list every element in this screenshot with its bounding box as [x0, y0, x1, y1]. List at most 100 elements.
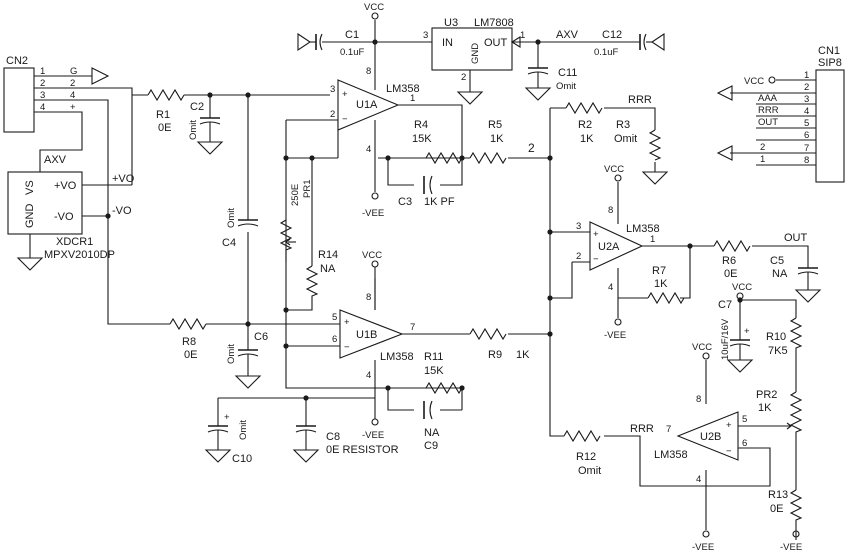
c7-ground-icon [726, 359, 754, 373]
cn2-pin-4: 4 [40, 102, 45, 113]
c8-ground-icon [292, 449, 320, 463]
u2a-minus: − [593, 254, 599, 265]
sensor-body [7, 171, 83, 235]
c3-ref: C3 [398, 196, 412, 208]
vcc-label-u1b: VCC [362, 250, 382, 261]
u2a-pin-3: 3 [576, 221, 581, 232]
u1b-plus: + [344, 317, 350, 328]
net-axv-top: AXV [556, 29, 579, 41]
r8-value: 0E [184, 349, 197, 361]
capacitor-c6: C6 Omit [226, 320, 268, 389]
cn1-body [815, 69, 845, 183]
c8-ref: C8 [326, 431, 340, 443]
cn1-aaa: AAA [758, 93, 778, 104]
resistor-r2: R2 1K RRR [565, 94, 652, 145]
u3-body [431, 27, 513, 71]
r3-value: Omit [614, 133, 637, 145]
u3-pin-in-number: 3 [423, 30, 428, 41]
u2b-plus: + [726, 420, 732, 431]
u2b-pin-8: 8 [696, 394, 701, 405]
vee-label-r13: -VEE [780, 542, 802, 553]
u2a-pin-1: 1 [650, 234, 655, 245]
cn1-pin-1: 1 [804, 70, 809, 81]
rrr-label-r2: RRR [628, 94, 652, 106]
r14-ref: R14 [318, 249, 338, 261]
c7-ref: C7 [718, 299, 732, 311]
u1b-minus: − [344, 342, 350, 353]
resistor-r13: R13 0E -VEE [768, 489, 803, 553]
connector-cn1: CN1 SIP8 1 2 3 4 5 6 7 8 VCC AAA RRR OUT… [716, 45, 845, 183]
c4-value: Omit [226, 208, 237, 228]
c10-ground-icon [204, 449, 232, 463]
cn1-ref: CN1 [818, 45, 840, 57]
c9-value: NA [424, 427, 440, 439]
vcc-terminal-u2a [614, 174, 622, 182]
c2-ground-icon [196, 141, 224, 155]
vee-terminal-u1a [371, 192, 379, 200]
u2a-body [589, 221, 644, 271]
r6-ref: R6 [722, 255, 736, 267]
r5-ref: R5 [488, 119, 502, 131]
r3-ref: R3 [616, 119, 630, 131]
vcc-terminal-c7 [736, 292, 744, 300]
u1a-body [337, 79, 400, 131]
u2b-pin-6: 6 [742, 438, 747, 449]
u3-in-pin: IN [442, 37, 453, 49]
c10-value: Omit [238, 420, 249, 440]
cn2-pin-2: 2 [40, 78, 45, 89]
capacitor-c1: C1 0.1uF [297, 29, 364, 58]
cn2-signal-2: 2 [70, 78, 75, 89]
resistor-r9: R9 1K [469, 327, 530, 361]
r10-ref: R10 [766, 331, 786, 343]
u1a-pin-4: 4 [366, 144, 371, 155]
cn1-pin7-signal: 2 [760, 142, 765, 153]
u2a-pin-4: 4 [608, 282, 613, 293]
c6-value: Omit [226, 344, 237, 364]
u1b-pin-8: 8 [366, 292, 371, 303]
sensor-ref: XDCR1 [56, 236, 93, 248]
r13-ref: R13 [768, 489, 788, 501]
c12-value: 0.1uF [594, 47, 618, 58]
c3-value: 1K PF [424, 196, 455, 208]
u3-pin-gnd-number: 2 [461, 72, 466, 83]
vcc-label-u2b: VCC [692, 342, 712, 353]
u1a-plus: + [342, 89, 348, 100]
resistor-r14: R14 NA [305, 249, 338, 300]
u2a-ref: U2A [598, 241, 620, 253]
pr2-value: 1K [758, 402, 772, 414]
vcc-terminal-u2b [702, 352, 710, 360]
r12-ref: R12 [576, 451, 596, 463]
r2-value: 1K [580, 133, 594, 145]
u3-ground-icon [456, 91, 484, 105]
c10-ref: C10 [232, 453, 252, 465]
capacitor-c7: VCC + C7 10uF/16V [718, 282, 754, 373]
resistor-r12: R12 Omit RRR [563, 423, 654, 477]
u2a-pin-8: 8 [608, 205, 613, 216]
cn2-signal-4: 4 [70, 90, 75, 101]
r1-ref: R1 [156, 109, 170, 121]
cn2-signal-g: G [70, 66, 77, 77]
cn1-pin-3: 3 [804, 94, 809, 105]
cn2-body [3, 67, 35, 133]
cn1-pin-4: 4 [804, 106, 809, 117]
cn1-pin8-signal: 1 [760, 154, 765, 165]
u2b-body [676, 411, 739, 461]
wiring [34, 20, 816, 540]
r10-value: 7K5 [768, 345, 788, 357]
resistor-r3: R3 Omit [614, 119, 669, 185]
c5-ref: C5 [770, 255, 784, 267]
vee-terminal-u2b [702, 530, 710, 538]
u2b-ref: U2B [700, 431, 721, 443]
c1-ground-icon [297, 32, 311, 52]
cn1-type: SIP8 [818, 57, 842, 69]
u3-pin-out-number: 1 [520, 30, 525, 41]
u3-part: LM7808 [474, 17, 514, 29]
u1a-pin-8: 8 [366, 66, 371, 77]
pr1-ref: PR1 [302, 180, 313, 198]
c9-ref: C9 [424, 440, 438, 452]
sensor-plus-vo-pin: +VO [54, 180, 77, 192]
cn1-out: OUT [758, 117, 778, 128]
c12-ground-icon [651, 32, 665, 52]
connector-cn2: CN2 1 2 3 4 G 2 4 + [3, 55, 110, 133]
c10-plus: + [224, 412, 230, 423]
